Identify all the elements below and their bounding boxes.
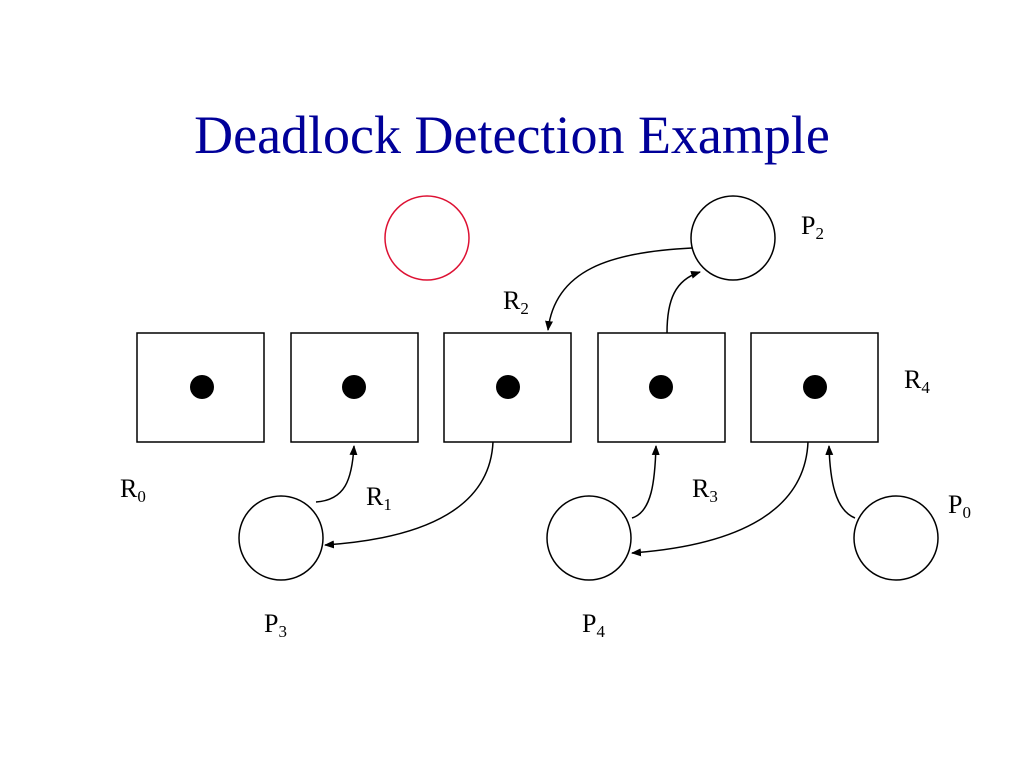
process-circle-p3	[238, 495, 324, 581]
edge-p2-to-r2	[545, 247, 693, 331]
label-p2: P2	[801, 211, 824, 243]
slide-title: Deadlock Detection Example	[194, 105, 830, 165]
label-r4: R4	[904, 365, 930, 397]
instance-dot-r0	[190, 375, 214, 399]
label-p4: P4	[582, 609, 605, 641]
label-p3: P3	[264, 609, 287, 641]
highlight-circle	[384, 195, 470, 281]
instance-dot-r2	[496, 375, 520, 399]
resource-box-r3	[597, 332, 726, 443]
edge-r4-to-p4	[631, 441, 809, 557]
label-r0: R0	[120, 474, 146, 506]
edge-p4-to-r3	[631, 445, 660, 519]
resource-box-r0	[136, 332, 265, 443]
instance-dot-r1	[342, 375, 366, 399]
label-r2: R2	[503, 286, 529, 318]
resource-box-r4	[750, 332, 879, 443]
edge-r3-to-p2	[666, 270, 701, 334]
instance-dot-r4	[803, 375, 827, 399]
label-r3: R3	[692, 474, 718, 506]
edge-p0-to-r4	[825, 445, 856, 519]
edge-p3-to-r1	[315, 445, 358, 503]
resource-box-r1	[290, 332, 419, 443]
process-circle-p2	[690, 195, 776, 281]
edge-r2-to-p3	[324, 441, 494, 549]
process-circle-p0	[853, 495, 939, 581]
process-circle-p4	[546, 495, 632, 581]
label-r1: R1	[366, 482, 392, 514]
resource-box-r2	[443, 332, 572, 443]
instance-dot-r3	[649, 375, 673, 399]
label-p0: P0	[948, 490, 971, 522]
